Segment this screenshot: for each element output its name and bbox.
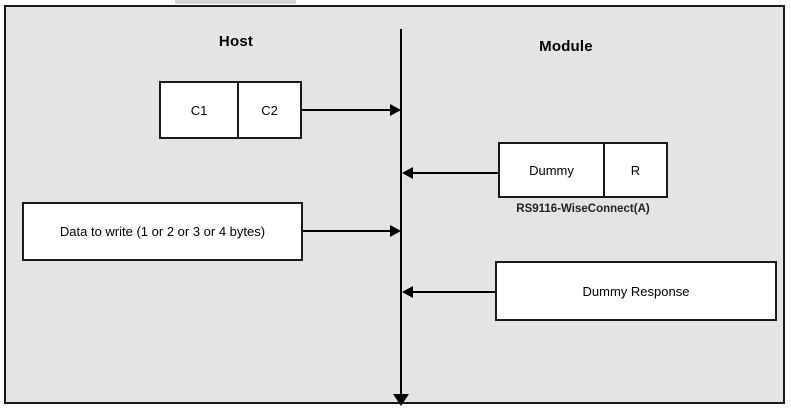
cell-r: R xyxy=(603,144,666,196)
box-dummy-r[interactable]: Dummy R xyxy=(498,142,668,198)
connector-host-to-module-2 xyxy=(303,230,390,232)
lifeline-end-arrow-icon xyxy=(393,394,409,406)
connector-module-to-host-1 xyxy=(413,172,498,174)
arrow-right-icon-2 xyxy=(390,225,401,237)
lane-title-host: Host xyxy=(218,33,254,50)
connector-host-to-module-1 xyxy=(302,109,390,111)
diagram-frame: Host Module C1 C2 Dummy R RS9116-WiseCon… xyxy=(4,5,785,406)
box-dummy-response[interactable]: Dummy Response xyxy=(495,261,777,321)
cell-data-to-write: Data to write (1 or 2 or 3 or 4 bytes) xyxy=(59,224,266,239)
connector-module-to-host-2 xyxy=(413,291,495,293)
cell-dummy: Dummy xyxy=(529,162,574,178)
arrow-left-icon-1 xyxy=(402,167,413,179)
box-c1-c2[interactable]: C1 C2 xyxy=(159,81,302,139)
cell-c1: C1 xyxy=(190,102,208,118)
cell-dummy-response: Dummy Response xyxy=(582,283,690,299)
lifeline-vertical-axis xyxy=(400,29,402,401)
arrow-right-icon-1 xyxy=(390,104,401,116)
box-caption-rs9116: RS9116-WiseConnect(A) xyxy=(516,203,650,215)
top-edge-strip xyxy=(175,0,296,4)
box-data-to-write[interactable]: Data to write (1 or 2 or 3 or 4 bytes) xyxy=(22,202,303,261)
lane-title-module: Module xyxy=(539,38,593,55)
cell-c2: C2 xyxy=(237,83,300,137)
arrow-left-icon-2 xyxy=(402,286,413,298)
